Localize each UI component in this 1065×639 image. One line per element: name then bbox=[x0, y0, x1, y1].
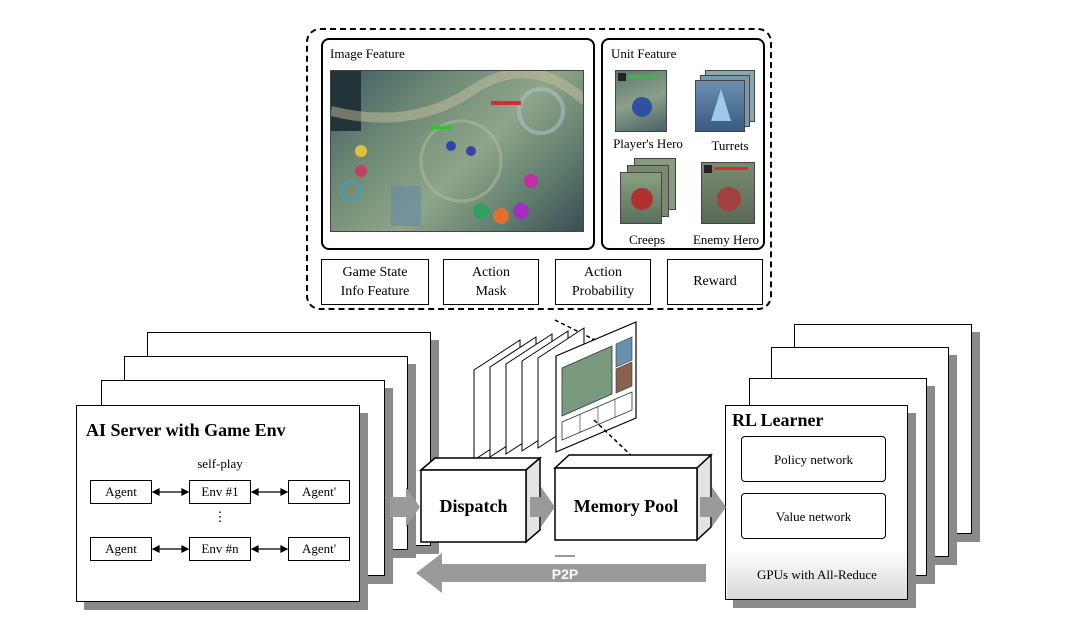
action-mask-line2: Mask bbox=[475, 284, 507, 299]
p2p-arrow bbox=[416, 553, 706, 593]
game-scene-graphic bbox=[331, 71, 583, 226]
arrow-dispatch-to-pool bbox=[530, 487, 555, 527]
dispatch-label: Dispatch bbox=[439, 496, 508, 516]
agent-label-row2: Agent bbox=[105, 541, 137, 556]
turrets-thumbnail-front bbox=[695, 80, 745, 132]
game-screenshot-image bbox=[330, 70, 584, 232]
value-network-box bbox=[741, 493, 886, 539]
envn-box bbox=[189, 537, 251, 561]
action-mask-box bbox=[443, 259, 539, 305]
creeps-thumbnail-front bbox=[620, 172, 662, 224]
rl-learner-title: RL Learner bbox=[732, 410, 824, 430]
self-play-label: self-play bbox=[197, 456, 243, 471]
env1-box bbox=[189, 480, 251, 504]
agent-box-row2 bbox=[90, 537, 152, 561]
opponent-label-row2: Agent' bbox=[301, 541, 337, 556]
arrow-server-to-dispatch bbox=[390, 487, 420, 527]
gpus-label: GPUs with All-Reduce bbox=[757, 567, 877, 582]
game-state-info-box bbox=[321, 259, 429, 305]
unit-label-enemy-hero: Enemy Hero bbox=[692, 232, 760, 247]
feature-panel bbox=[306, 28, 772, 310]
agent-box-row1 bbox=[90, 480, 152, 504]
action-probability-line2: Probability bbox=[571, 284, 635, 299]
gpu-shaded-strip bbox=[727, 549, 907, 599]
ellipsis-dots: ⋮ bbox=[213, 509, 227, 524]
action-probability-box bbox=[555, 259, 651, 305]
sample-sheets-stack bbox=[473, 321, 637, 461]
policy-network-box bbox=[741, 436, 886, 482]
arrow-pool-to-learner bbox=[700, 487, 726, 527]
memory-pool-cube bbox=[553, 453, 713, 542]
opponent-label-row1: Agent' bbox=[301, 484, 337, 499]
players-hero-thumbnail bbox=[615, 70, 667, 132]
enemy-hero-thumbnail bbox=[701, 162, 755, 224]
policy-network-label: Policy network bbox=[773, 452, 854, 467]
dispatch-cube bbox=[418, 456, 543, 544]
unit-label-players-hero: Player's Hero bbox=[613, 136, 683, 151]
game-state-line1: Game State bbox=[342, 265, 408, 280]
opponent-box-row2 bbox=[288, 537, 350, 561]
double-arrows bbox=[151, 488, 289, 553]
reward-label: Reward bbox=[693, 274, 737, 289]
ai-server-title: AI Server with Game Env bbox=[86, 420, 286, 440]
panel-connector-line bbox=[554, 319, 596, 341]
action-mask-line1: Action bbox=[471, 265, 511, 280]
unit-label-creeps: Creeps bbox=[628, 232, 666, 247]
opponent-box-row1 bbox=[288, 480, 350, 504]
reward-box bbox=[667, 259, 763, 305]
image-feature-label: Image Feature bbox=[330, 46, 405, 61]
unit-feature-label: Unit Feature bbox=[611, 46, 677, 61]
agent-label-row1: Agent bbox=[105, 484, 137, 499]
game-state-line2: Info Feature bbox=[340, 284, 410, 299]
env1-label: Env #1 bbox=[201, 484, 239, 499]
value-network-label: Value network bbox=[775, 509, 852, 524]
memory-pool-label: Memory Pool bbox=[573, 496, 679, 516]
p2p-label: P2P bbox=[551, 566, 579, 582]
envn-label: Env #n bbox=[201, 541, 239, 556]
action-probability-line1: Action bbox=[583, 265, 623, 280]
unit-label-turrets: Turrets bbox=[711, 138, 749, 153]
